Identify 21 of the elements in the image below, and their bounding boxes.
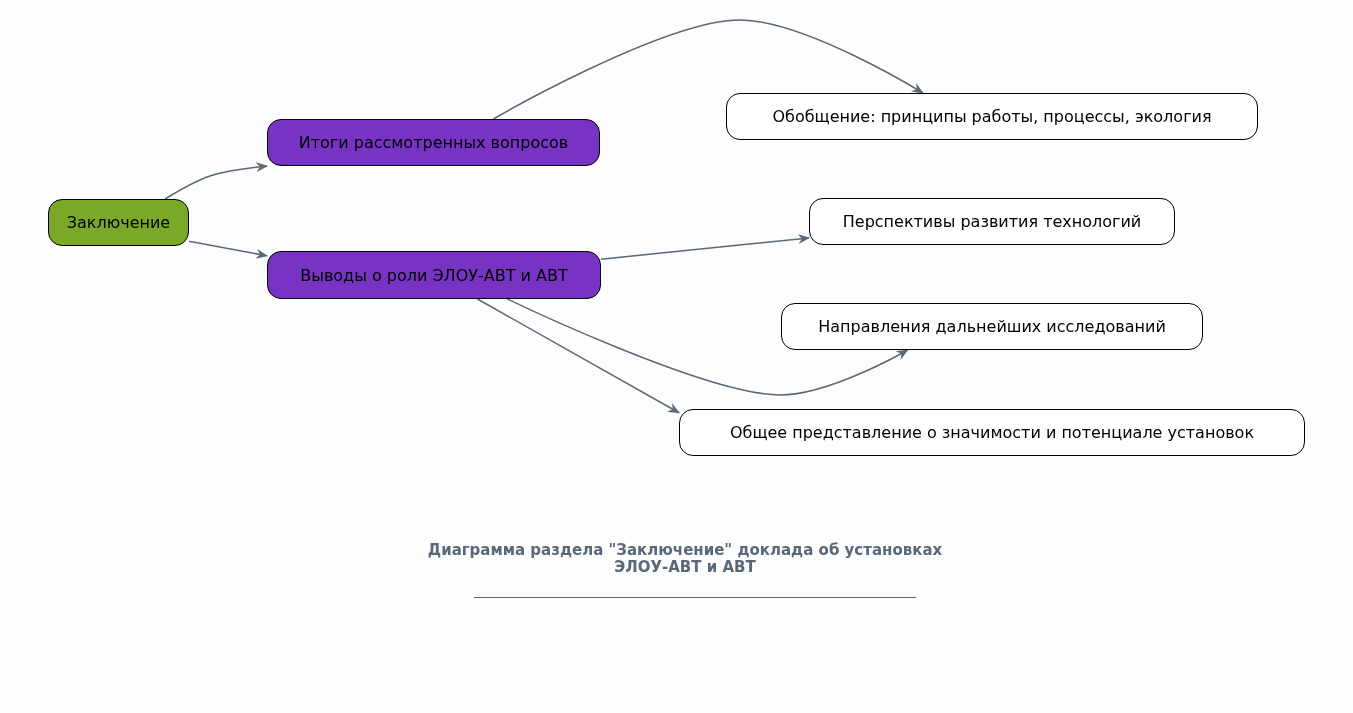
- arrow: [188, 240, 268, 259]
- process-box: [781, 303, 1203, 350]
- arrow: [600, 234, 810, 260]
- node-label: Перспективы развития технологий: [842, 212, 1142, 231]
- node-label: Обобщение: принципы работы, процессы, экология: [772, 107, 1212, 126]
- arrow: [506, 298, 909, 396]
- arrow: [492, 19, 924, 120]
- process-box: [726, 93, 1258, 140]
- process-box: [809, 198, 1175, 245]
- arrow: [476, 298, 680, 414]
- arrow: [164, 162, 268, 200]
- process-box: [48, 199, 189, 246]
- node-label: Заключение: [66, 213, 171, 232]
- node-label: Итоги рассмотренных вопросов: [298, 133, 569, 152]
- node-label: Общее представление о значимости и потенциале установок: [729, 423, 1255, 442]
- node-label: Выводы о роли ЭЛОУ-АВТ и АВТ: [300, 265, 568, 285]
- process-box: [267, 119, 600, 166]
- process-box: [679, 409, 1305, 456]
- caption: Диаграмма раздела "Заключение" доклада об установках ЭЛОУ-АВТ и АВТ: [426, 542, 944, 576]
- node-label: Направления дальнейших исследований: [818, 317, 1166, 336]
- process-box: [267, 251, 601, 299]
